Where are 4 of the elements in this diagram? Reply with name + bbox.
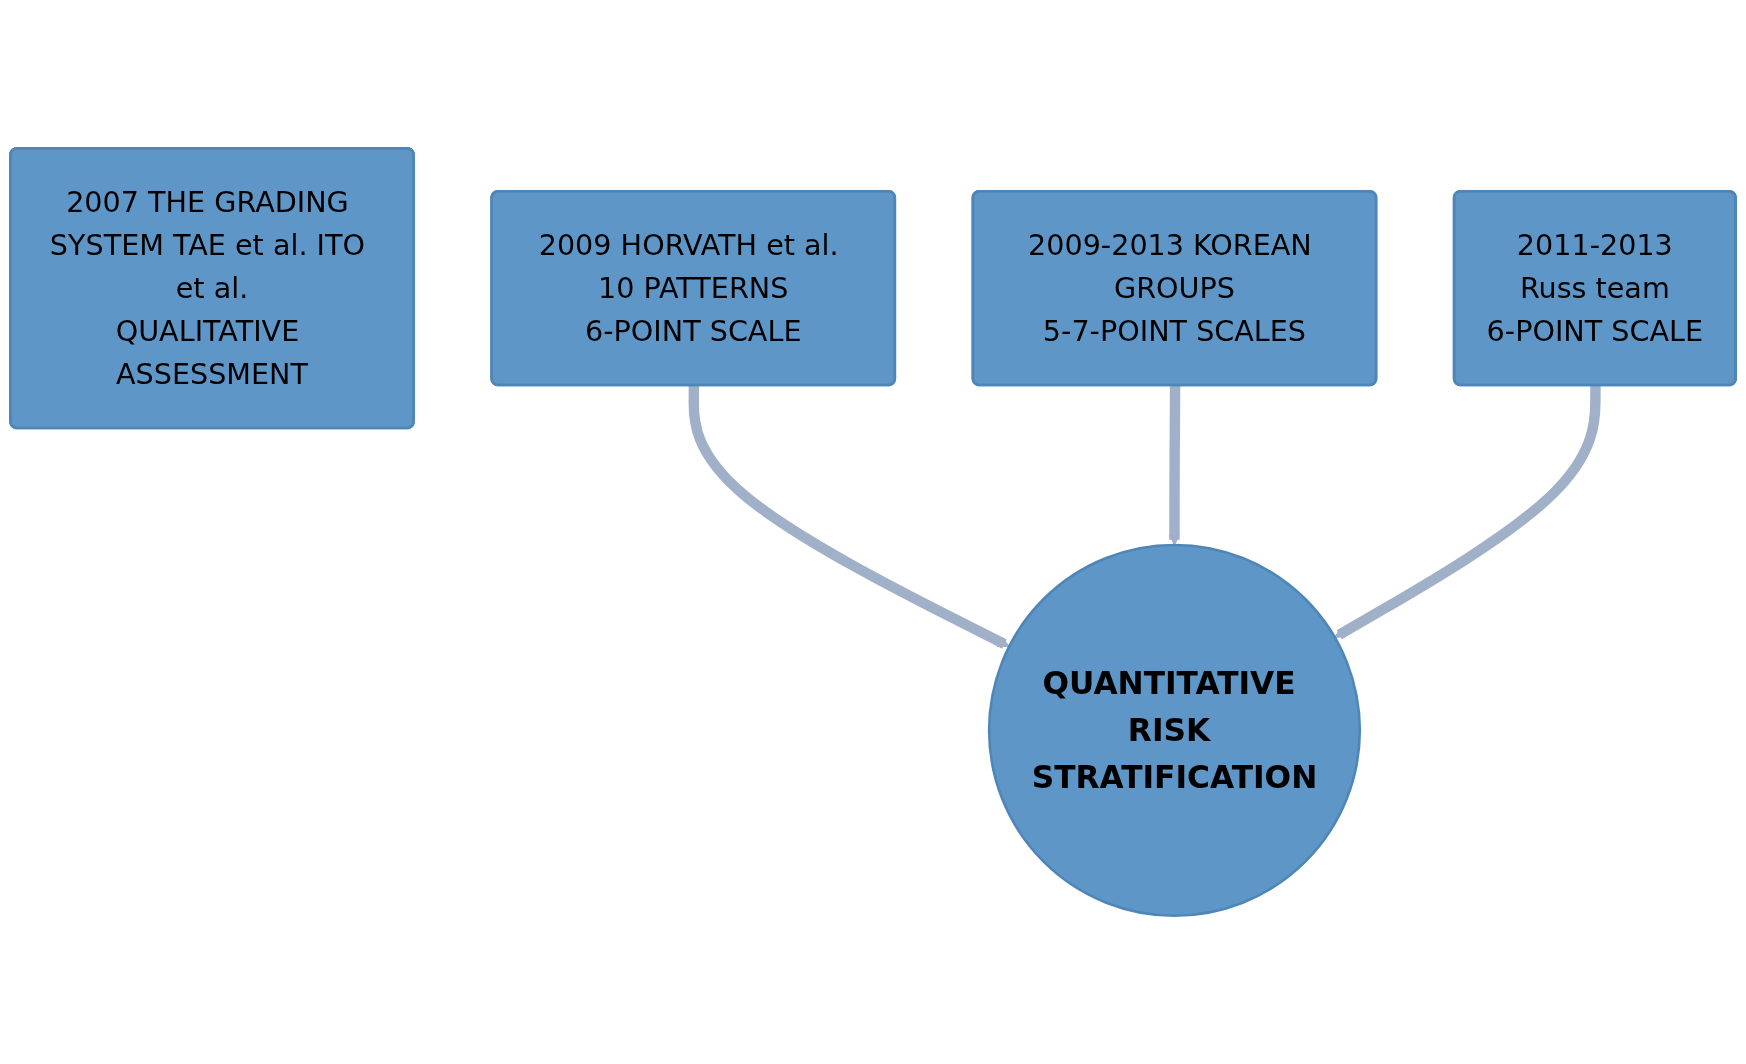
arrow (1168, 385, 1181, 546)
arrow (688, 385, 1010, 649)
node-circle: QUANTITATIVE RISK STRATIFICATION (987, 543, 1362, 917)
arrow (1334, 385, 1601, 640)
